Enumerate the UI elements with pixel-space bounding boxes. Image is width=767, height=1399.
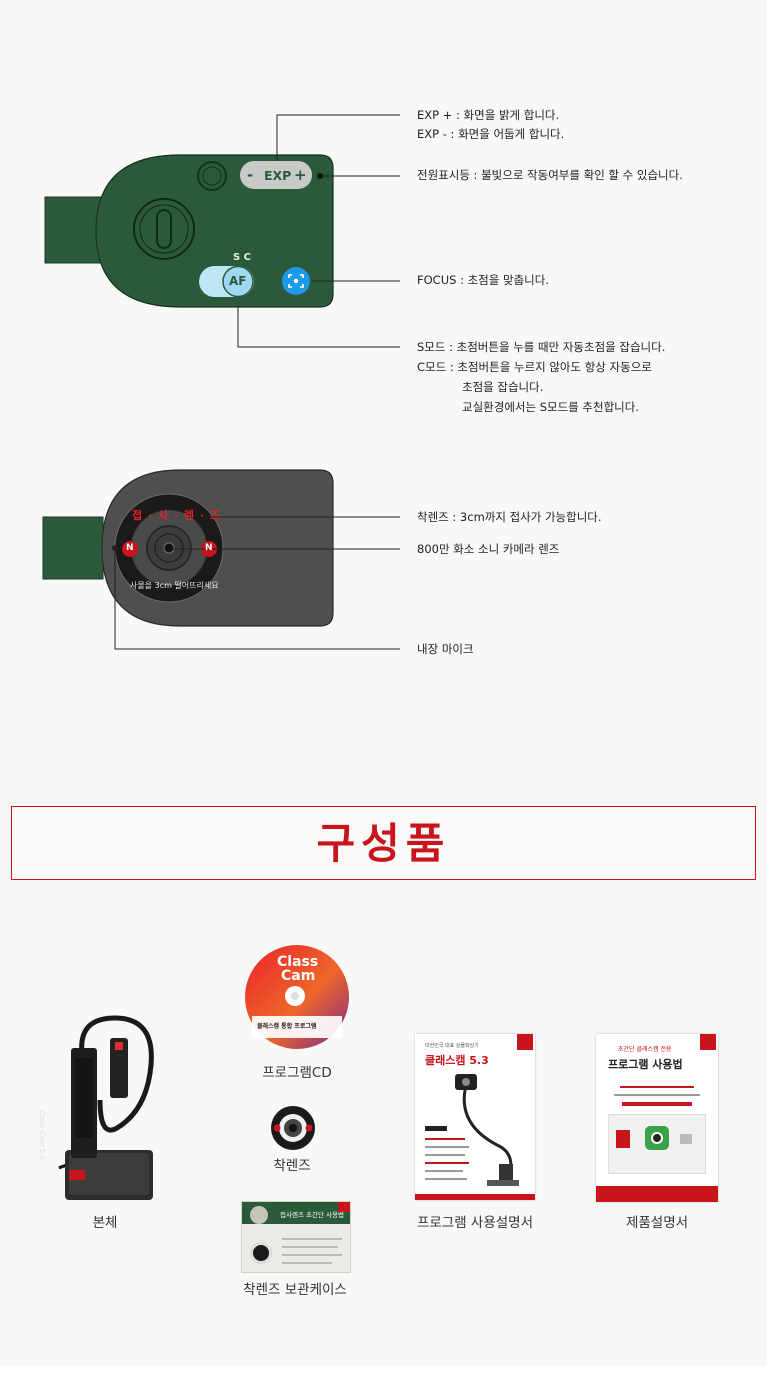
ring-button-icon xyxy=(197,161,227,191)
bottom-device-diagram xyxy=(42,469,400,650)
power-led-description: 전원표시등 : 불빛으로 작동여부를 확인 할 수 있습니다. xyxy=(417,168,683,182)
program-cd-image xyxy=(245,945,349,1049)
main-body-image xyxy=(58,1015,154,1200)
macro-lens-caption: 착렌즈 xyxy=(273,1158,311,1174)
focus-description: FOCUS : 초점을 맞춥니다. xyxy=(417,273,549,287)
c-mode-recommendation: 교실환경에서는 S모드를 추천합니다. xyxy=(462,400,639,414)
cd-brand-1: Class xyxy=(277,954,319,970)
af-label: AF xyxy=(229,274,247,288)
power-led xyxy=(317,173,323,179)
s-mode-description: S모드 : 초점버튼을 누를 때만 자동초점을 잡습니다. xyxy=(417,340,666,354)
product-subtitle: 초간단 클래스캠 전용 xyxy=(618,1046,672,1053)
macro-lens-image xyxy=(271,1106,315,1150)
focus-icon xyxy=(288,274,304,288)
camera-lens xyxy=(163,542,175,554)
ring-top-text: 접 · 사 · 렌 · 즈 xyxy=(132,509,221,522)
macro-lens-description: 착렌즈 : 3cm까지 접사가 가능합니다. xyxy=(417,510,602,524)
top-device-diagram xyxy=(44,114,400,348)
lens-case-caption: 착렌즈 보관케이스 xyxy=(243,1282,347,1298)
product-manual-image: 초간단 클래스캠 전용 프로그램 사용법 xyxy=(596,1034,718,1202)
cd-label: 클래스캠 통합 프로그램 xyxy=(257,1023,317,1030)
lens-case-image: 접사렌즈 초간단 사용법 xyxy=(241,1201,351,1273)
exp-minus-label: - xyxy=(247,166,254,184)
exp-minus-description: EXP - : 화면을 어둡게 합니다. xyxy=(417,127,565,141)
ring-bottom-text: 사물을 3cm 떨어뜨리세요 xyxy=(130,581,219,590)
ring-n-right: N xyxy=(205,543,213,553)
manual-subtitle: 대한민국 대표 실물화상기 xyxy=(425,1043,479,1049)
program-manual-caption: 프로그램 사용설명서 xyxy=(416,1215,534,1231)
exp-plus-label: + xyxy=(294,166,307,184)
product-title: 프로그램 사용법 xyxy=(608,1058,683,1071)
rotary-slot-icon xyxy=(133,198,195,260)
cd-brand-2: Cam xyxy=(281,968,316,984)
footer-band xyxy=(0,1366,767,1399)
components-title: 구성품 xyxy=(316,819,451,868)
ring-n-left: N xyxy=(126,543,134,553)
program-cd-caption: 프로그램CD xyxy=(262,1065,332,1081)
c-mode-description-2: 초점을 잡습니다. xyxy=(462,380,544,394)
microphone xyxy=(112,545,118,551)
case-title: 접사렌즈 초간단 사용법 xyxy=(280,1211,344,1219)
sc-label: S C xyxy=(233,252,252,263)
main-body-caption: 본체 xyxy=(92,1215,118,1231)
mic-description: 내장 마이크 xyxy=(417,642,474,656)
c-mode-description: C모드 : 초점버튼을 누르지 않아도 항상 자동으로 xyxy=(417,360,652,374)
program-manual-image: 대한민국 대표 실물화상기 클래스캠 5.3 xyxy=(415,1034,535,1200)
exp-label: EXP xyxy=(264,168,292,183)
components-title-box: 구성품 xyxy=(11,806,756,880)
sensor-description: 800만 화소 소니 카메라 렌즈 xyxy=(417,542,560,556)
exp-plus-description: EXP + : 화면을 밝게 합니다. xyxy=(417,108,560,122)
manual-title: 클래스캠 5.3 xyxy=(425,1054,489,1067)
main-body-stand-label: Class Cam 5.3 xyxy=(38,1110,46,1160)
product-manual-caption: 제품설명서 xyxy=(625,1215,689,1231)
